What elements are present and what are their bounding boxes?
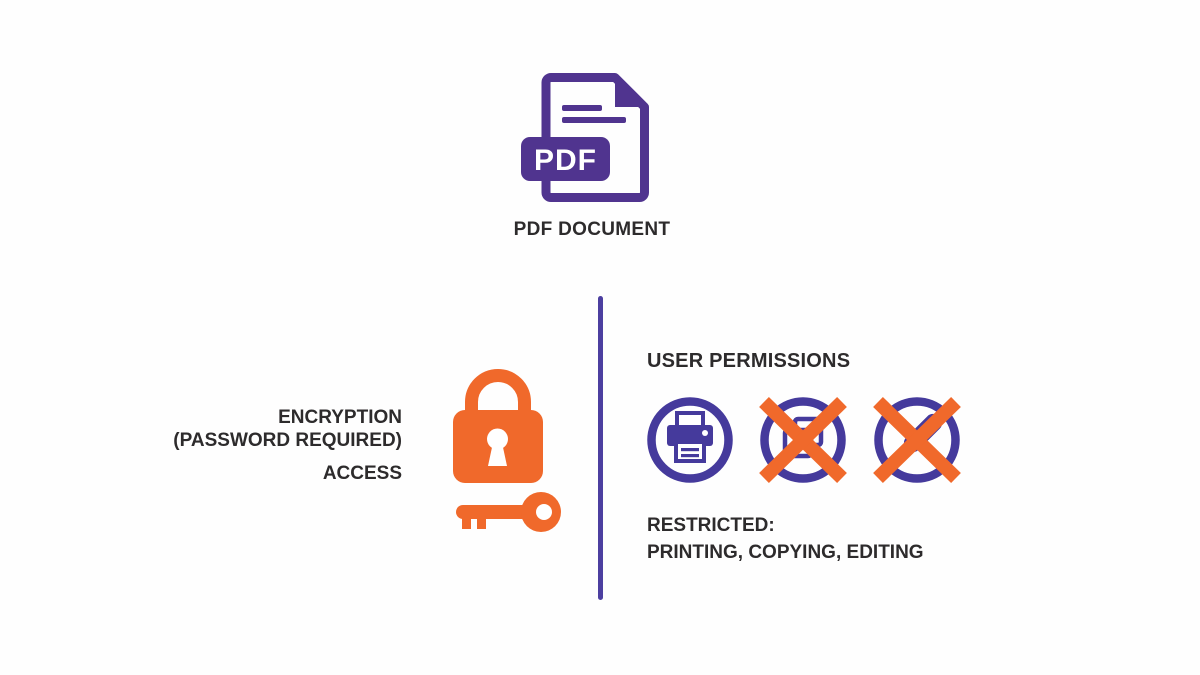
encryption-line1: ENCRYPTION — [278, 407, 402, 428]
edit-permission-icon — [873, 396, 961, 484]
folded-corner — [615, 77, 645, 107]
encryption-text-block: ENCRYPTION (PASSWORD REQUIRED) ACCESS — [173, 406, 402, 485]
text-line-long — [562, 117, 626, 123]
circle-ring — [760, 397, 846, 483]
restricted-text-block: RESTRICTED: PRINTING, COPYING, EDITING — [647, 512, 924, 566]
restricted-items: PRINTING, COPYING, EDITING — [647, 542, 924, 563]
restricted-label: RESTRICTED: — [647, 515, 775, 536]
vertical-divider — [598, 296, 603, 600]
padlock-and-key — [453, 369, 561, 532]
key-icon — [456, 492, 561, 532]
pdf-document-caption: PDF DOCUMENT — [513, 219, 671, 240]
encryption-line2: (PASSWORD REQUIRED) — [173, 430, 402, 451]
printer-icon — [667, 411, 713, 463]
printer-permission-icon — [647, 397, 733, 483]
prohibited-x-icon — [873, 396, 961, 484]
pdf-badge-label: PDF — [534, 144, 597, 177]
padlock-shackle — [465, 369, 531, 414]
circle-ring — [874, 397, 960, 483]
text-line-short — [562, 105, 602, 111]
user-permissions-heading: USER PERMISSIONS — [647, 350, 851, 372]
pdf-badge — [521, 137, 610, 181]
keyhole-slot — [488, 445, 507, 466]
prohibited-x-icon — [759, 396, 847, 484]
document-outline — [541, 73, 649, 202]
keyhole-circle — [487, 428, 508, 450]
circle-ring — [647, 397, 733, 483]
encryption-line3: ACCESS — [322, 463, 402, 484]
copy-permission-icon — [759, 396, 847, 484]
pdf-file-icon: PDF — [521, 73, 649, 202]
